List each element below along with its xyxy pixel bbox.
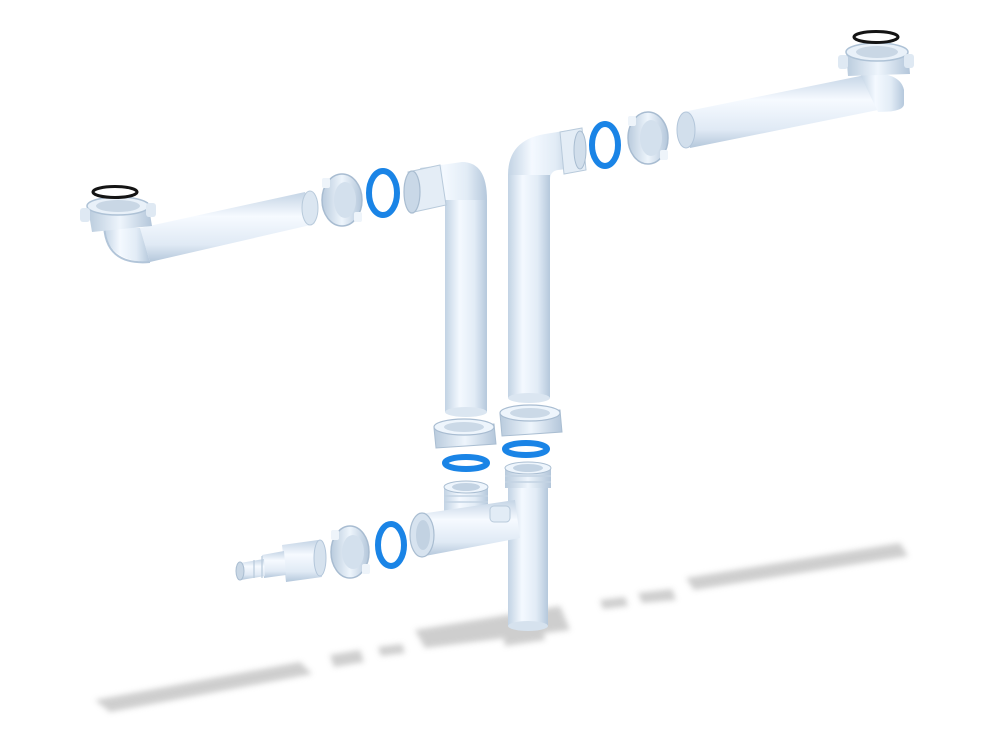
left-horizontal-pipe <box>103 190 319 264</box>
right-horizontal-pipe <box>676 73 904 149</box>
tee-body <box>409 461 552 631</box>
hose-adapter <box>235 539 327 582</box>
right-elbow-pipe <box>508 127 587 403</box>
floor-shadow <box>95 543 908 712</box>
center-left-nut <box>433 418 497 449</box>
left-elbow-pipe <box>403 162 487 417</box>
side-nut <box>330 525 370 579</box>
center-right-seal <box>502 440 550 458</box>
center-left-seal <box>442 454 490 472</box>
left-drain-outlet <box>80 185 156 232</box>
left-coupling-nut <box>321 173 363 227</box>
right-seal-ring <box>589 121 621 169</box>
left-seal-ring <box>366 168 400 218</box>
right-coupling-nut <box>627 111 669 165</box>
side-seal <box>375 521 407 569</box>
right-drain-outlet <box>838 30 914 76</box>
center-right-nut <box>499 404 563 437</box>
